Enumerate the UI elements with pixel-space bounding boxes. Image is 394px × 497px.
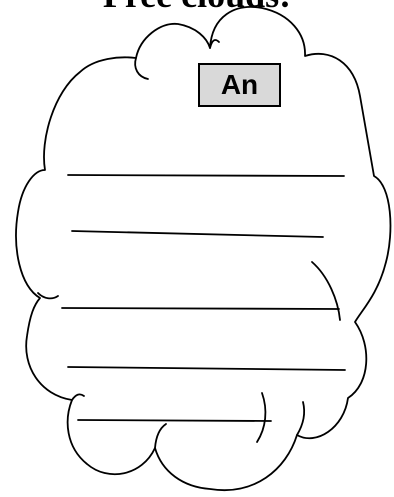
cloud-fold-bottom-center xyxy=(256,392,267,443)
cloud-fold-right xyxy=(311,261,341,321)
cloud-fold-bottom-left xyxy=(71,393,85,401)
cloud-label-box: An xyxy=(198,63,281,107)
cloud-outline xyxy=(15,6,392,491)
worksheet-heading: Free clouds: xyxy=(0,0,394,15)
cloud-label: An xyxy=(220,69,259,100)
writing-line xyxy=(67,366,346,371)
cloud-fold-bottom-right xyxy=(296,401,306,436)
cloud-fold-upper-left xyxy=(134,57,149,80)
cloud-fold-bottom-middle xyxy=(154,423,167,449)
writing-line xyxy=(61,307,340,310)
cloud-fold-top xyxy=(209,39,220,49)
writing-line xyxy=(77,419,272,422)
cloud-fold-left xyxy=(37,292,59,300)
writing-line xyxy=(67,174,345,177)
writing-line xyxy=(71,230,324,238)
